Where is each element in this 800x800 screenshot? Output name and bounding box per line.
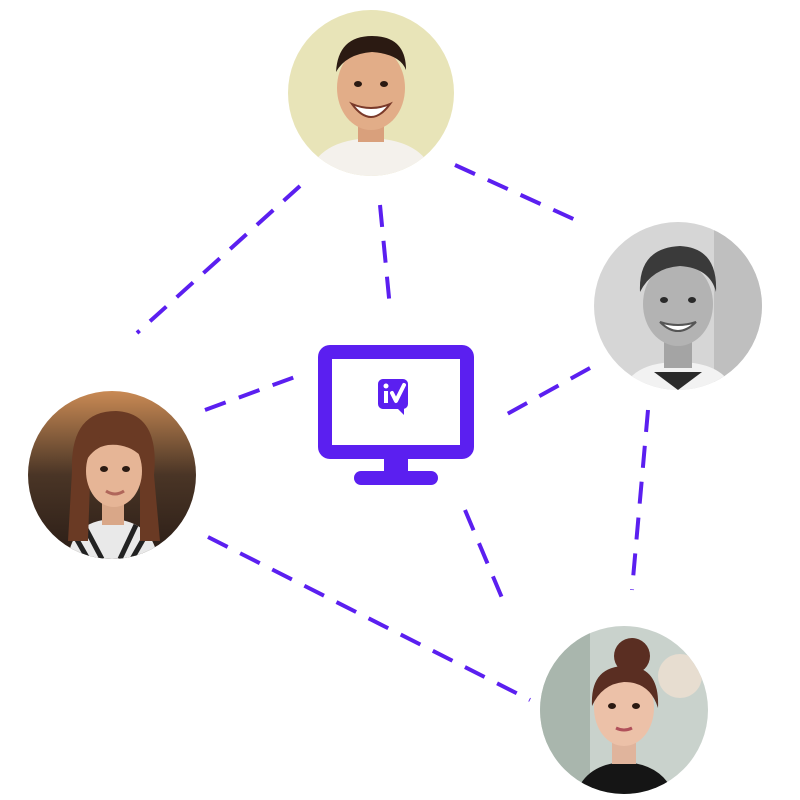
avatar-man-grayscale-icon xyxy=(594,222,762,390)
avatar-woman-bun-icon xyxy=(540,626,708,794)
edge-left-center xyxy=(204,372,304,412)
edge-right-bottom xyxy=(630,409,650,591)
edge-top-left xyxy=(135,184,302,335)
edge-left-bottom xyxy=(207,535,531,702)
monitor-stand xyxy=(384,457,408,473)
avatar-man-smiling-icon xyxy=(288,10,454,176)
edge-top-right xyxy=(454,163,581,224)
edge-center-bottom xyxy=(463,509,507,606)
avatar-top xyxy=(288,10,454,176)
avatar-left xyxy=(28,391,196,559)
edge-right-center xyxy=(499,366,591,420)
monitor-base xyxy=(354,471,438,485)
edge-top-center xyxy=(378,204,392,309)
avatar-bottom xyxy=(540,626,708,794)
monitor-app-icon xyxy=(318,345,474,487)
app-logo-icon xyxy=(378,379,408,415)
avatar-right xyxy=(594,222,762,390)
avatar-woman-longhair-icon xyxy=(28,391,196,559)
